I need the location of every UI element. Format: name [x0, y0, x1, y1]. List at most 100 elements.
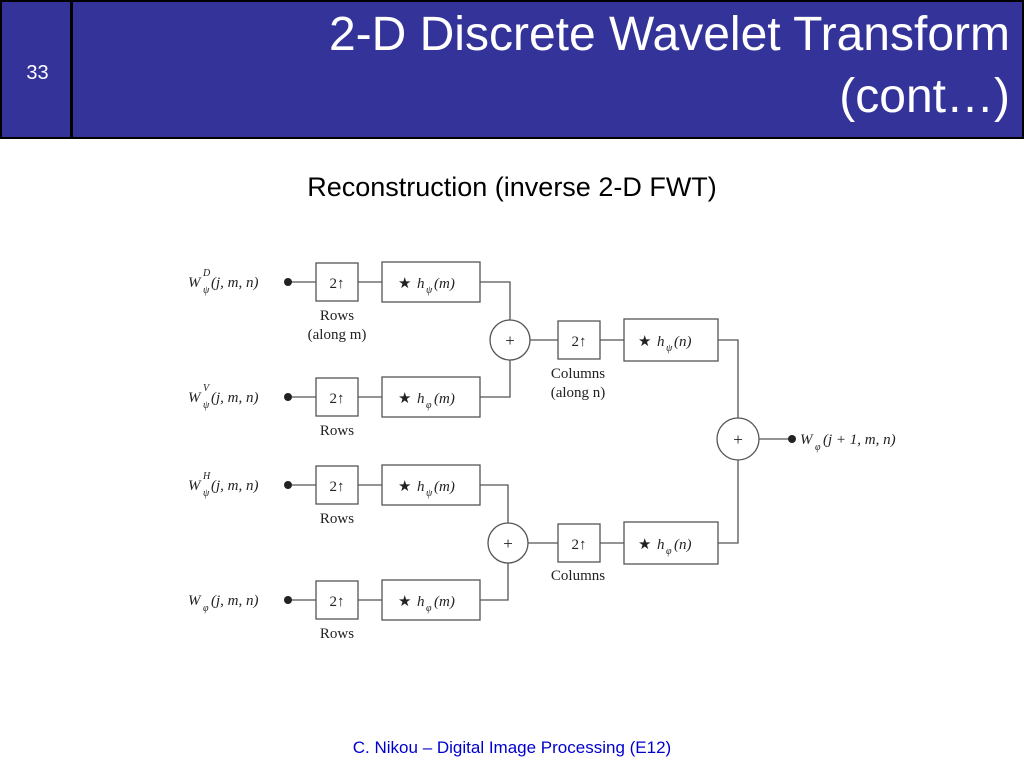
row-upsampler-1-label: 2↑: [330, 276, 345, 292]
row-upsampler-2: 2↑: [315, 377, 359, 417]
slide-title-line1: 2-D Discrete Wavelet Transform: [328, 8, 1010, 61]
colfilter-to-final-sum-bottom: [718, 460, 739, 544]
row-filter-1: ★ h ψ (m): [381, 261, 481, 303]
slide-number-box: 33: [2, 2, 73, 137]
column-upsampler-top: 2↑: [557, 320, 601, 360]
row-upsampler-4: 2↑: [315, 580, 359, 620]
column-filter-top-args: (n): [674, 334, 692, 350]
footer-credit: C. Nikou – Digital Image Processing (E12…: [352, 738, 672, 757]
row-upsampler-3-label: 2↑: [330, 479, 345, 495]
column-filter-bottom-base: h: [657, 537, 665, 553]
input-3-sup: H: [202, 471, 211, 482]
input-4-sub: φ: [203, 603, 209, 614]
input-2-dot: [284, 393, 292, 401]
row-filter-3-base: h: [417, 479, 425, 495]
column-filter-top-star: ★: [638, 334, 651, 350]
row-label-1: Rows: [320, 308, 354, 324]
input-4-base: W: [188, 593, 202, 609]
input-2: W V ψ (j, m, n): [188, 383, 292, 411]
title-bar: 33 2-D Discrete Wavelet Transform (cont……: [0, 0, 1024, 139]
row-label-4: Rows: [320, 626, 354, 642]
input-1-sub: ψ: [203, 285, 210, 296]
column-label-bottom: Columns: [551, 568, 605, 584]
row-upsampler-4-label: 2↑: [330, 594, 345, 610]
row-filter-4-star: ★: [398, 594, 411, 610]
filter-to-sum-top-a: [480, 281, 511, 320]
output: W φ (j + 1, m, n): [788, 432, 896, 453]
input-3-base: W: [188, 478, 202, 494]
column-filter-top-base: h: [657, 334, 665, 350]
slide-title: 2-D Discrete Wavelet Transform (cont…): [110, 4, 1010, 128]
sum-node-bottom: +: [487, 522, 529, 564]
input-1-args: (j, m, n): [211, 275, 259, 291]
slide-subtitle: Reconstruction (inverse 2-D FWT): [307, 172, 717, 202]
row-filter-1-sub: ψ: [426, 285, 433, 296]
input-4-args: (j, m, n): [211, 593, 259, 609]
row-filter-2-star: ★: [398, 391, 411, 407]
row-filter-2: ★ h φ (m): [381, 376, 481, 418]
row-filter-4-base: h: [417, 594, 425, 610]
output-sub: φ: [815, 442, 821, 453]
column-filter-bottom-star: ★: [638, 537, 651, 553]
input-4-dot: [284, 596, 292, 604]
input-3-args: (j, m, n): [211, 478, 259, 494]
row-filter-1-args: (m): [434, 276, 455, 292]
row-filter-1-star: ★: [398, 276, 411, 292]
column-filter-top: ★ h ψ (n): [623, 318, 719, 362]
row-filter-3-args: (m): [434, 479, 455, 495]
input-3-sub: ψ: [203, 488, 210, 499]
row-filter-4-sub: φ: [426, 603, 432, 614]
input-2-sub: ψ: [203, 400, 210, 411]
row-upsampler-1: 2↑: [315, 262, 359, 302]
input-1-base: W: [188, 275, 202, 291]
row-label-2: Rows: [320, 423, 354, 439]
slide-number: 33: [26, 62, 49, 84]
output-dot: [788, 435, 796, 443]
column-upsampler-bottom-label: 2↑: [572, 537, 587, 553]
input-1-dot: [284, 278, 292, 286]
row-label-3: Rows: [320, 511, 354, 527]
sum-node-final: +: [716, 417, 760, 461]
column-filter-bottom: ★ h φ (n): [623, 521, 719, 565]
column-filter-bottom-sub: φ: [666, 546, 672, 557]
row-filter-2-base: h: [417, 391, 425, 407]
row-filter-2-sub: φ: [426, 400, 432, 411]
input-2-args: (j, m, n): [211, 390, 259, 406]
slide-title-line2: (cont…): [839, 70, 1010, 123]
output-args: (j + 1, m, n): [823, 432, 896, 448]
sum-node-final-plus: +: [733, 430, 743, 449]
filter-to-sum-bottom-b: [480, 563, 509, 601]
row-filter-4: ★ h φ (m): [381, 579, 481, 621]
filter-to-sum-top-b: [480, 360, 511, 398]
sum-node-top: +: [489, 319, 531, 361]
sum-node-bottom-plus: +: [503, 534, 513, 553]
row-label-1-along: (along m): [308, 327, 367, 343]
row-upsampler-2-label: 2↑: [330, 391, 345, 407]
filter-to-sum-bottom-a: [480, 484, 509, 523]
input-2-sup: V: [203, 383, 211, 394]
column-upsampler-bottom: 2↑: [557, 523, 601, 563]
sum-node-top-plus: +: [505, 331, 515, 350]
input-3-dot: [284, 481, 292, 489]
column-label-top: Columns: [551, 366, 605, 382]
column-label-top-along: (along n): [551, 385, 606, 401]
input-2-base: W: [188, 390, 202, 406]
row-filter-3: ★ h ψ (m): [381, 464, 481, 506]
input-1-sup: D: [202, 268, 211, 279]
row-upsampler-3: 2↑: [315, 465, 359, 505]
column-filter-top-sub: ψ: [666, 343, 673, 354]
column-upsampler-top-label: 2↑: [572, 334, 587, 350]
row-filter-3-star: ★: [398, 479, 411, 495]
column-filter-bottom-args: (n): [674, 537, 692, 553]
input-3: W H ψ (j, m, n): [188, 471, 292, 499]
row-filter-1-base: h: [417, 276, 425, 292]
reconstruction-diagram: W D ψ (j, m, n) W V ψ (j, m, n) W H ψ (j…: [188, 261, 896, 642]
connection-lines: [288, 281, 792, 601]
input-4: W φ (j, m, n): [188, 593, 292, 614]
input-1: W D ψ (j, m, n): [188, 268, 292, 296]
row-filter-3-sub: ψ: [426, 488, 433, 499]
output-base: W: [800, 432, 814, 448]
row-filter-4-args: (m): [434, 594, 455, 610]
colfilter-to-final-sum-top: [718, 339, 739, 418]
row-filter-2-args: (m): [434, 391, 455, 407]
